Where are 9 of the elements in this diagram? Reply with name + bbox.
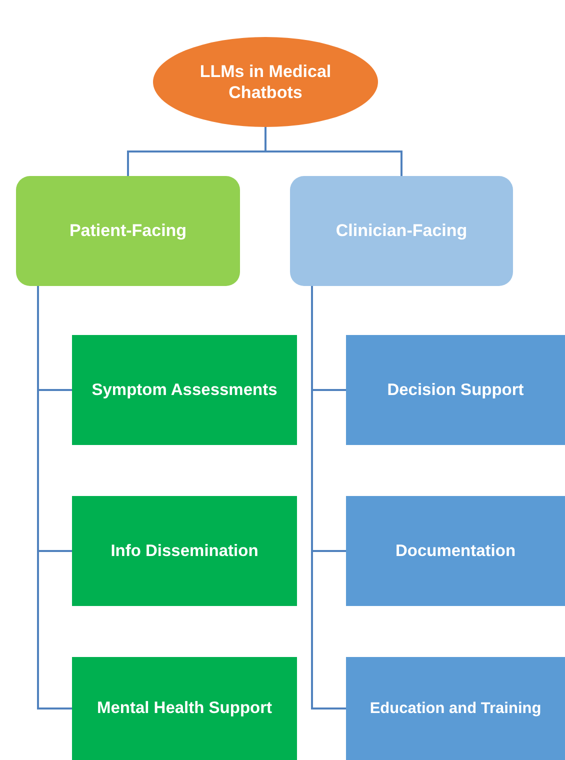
item-box: Symptom Assessments bbox=[72, 335, 297, 445]
category-box: Clinician-Facing bbox=[290, 176, 513, 286]
item-box: Decision Support bbox=[346, 335, 565, 445]
category-box: Patient-Facing bbox=[16, 176, 240, 286]
item-box: Education and Training bbox=[346, 657, 565, 760]
item-box: Info Dissemination bbox=[72, 496, 297, 606]
item-box: Mental Health Support bbox=[72, 657, 297, 760]
topic-ellipse: LLMs in Medical Chatbots bbox=[153, 37, 378, 127]
item-box: Documentation bbox=[346, 496, 565, 606]
